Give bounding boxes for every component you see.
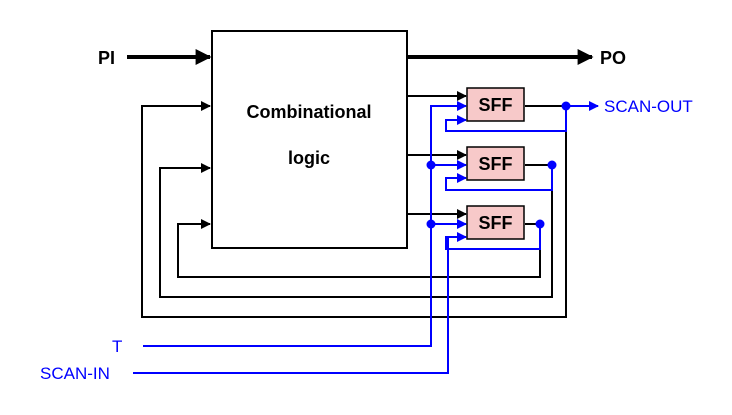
logic-block-line1: Combinational <box>247 102 372 122</box>
sff-box <box>466 87 525 122</box>
sff-box <box>466 205 525 240</box>
sff-1: SFF <box>466 87 525 122</box>
scan-link-sff3-return <box>445 224 541 250</box>
scan-out-label: SCAN-OUT <box>604 97 693 116</box>
sff-label: SFF <box>479 154 513 174</box>
junction-dot <box>547 160 557 170</box>
sff-label: SFF <box>479 213 513 233</box>
feedback-loop-middle <box>159 163 553 298</box>
scan-link-sff1-sff2 <box>445 106 567 132</box>
sff-box <box>466 146 525 181</box>
junction-dot <box>561 101 571 111</box>
junction-dot <box>535 219 545 229</box>
combinational-logic-block <box>211 30 408 249</box>
scan-link-sff2-sff3 <box>445 165 553 191</box>
scan-in-wire <box>133 237 449 374</box>
junction-dot <box>426 160 436 170</box>
feedback-loop-inner <box>177 219 541 278</box>
sff-label: SFF <box>479 95 513 115</box>
t-label: T <box>112 337 122 356</box>
po-label: PO <box>600 48 626 68</box>
scan-in-label: SCAN-IN <box>40 364 110 383</box>
logic-block-line2: logic <box>288 148 330 168</box>
feedback-loop-outer <box>141 101 567 318</box>
sff-3: SFF <box>466 205 525 240</box>
sff-2: SFF <box>466 146 525 181</box>
junction-dot <box>426 219 436 229</box>
pi-label: PI <box>98 48 115 68</box>
